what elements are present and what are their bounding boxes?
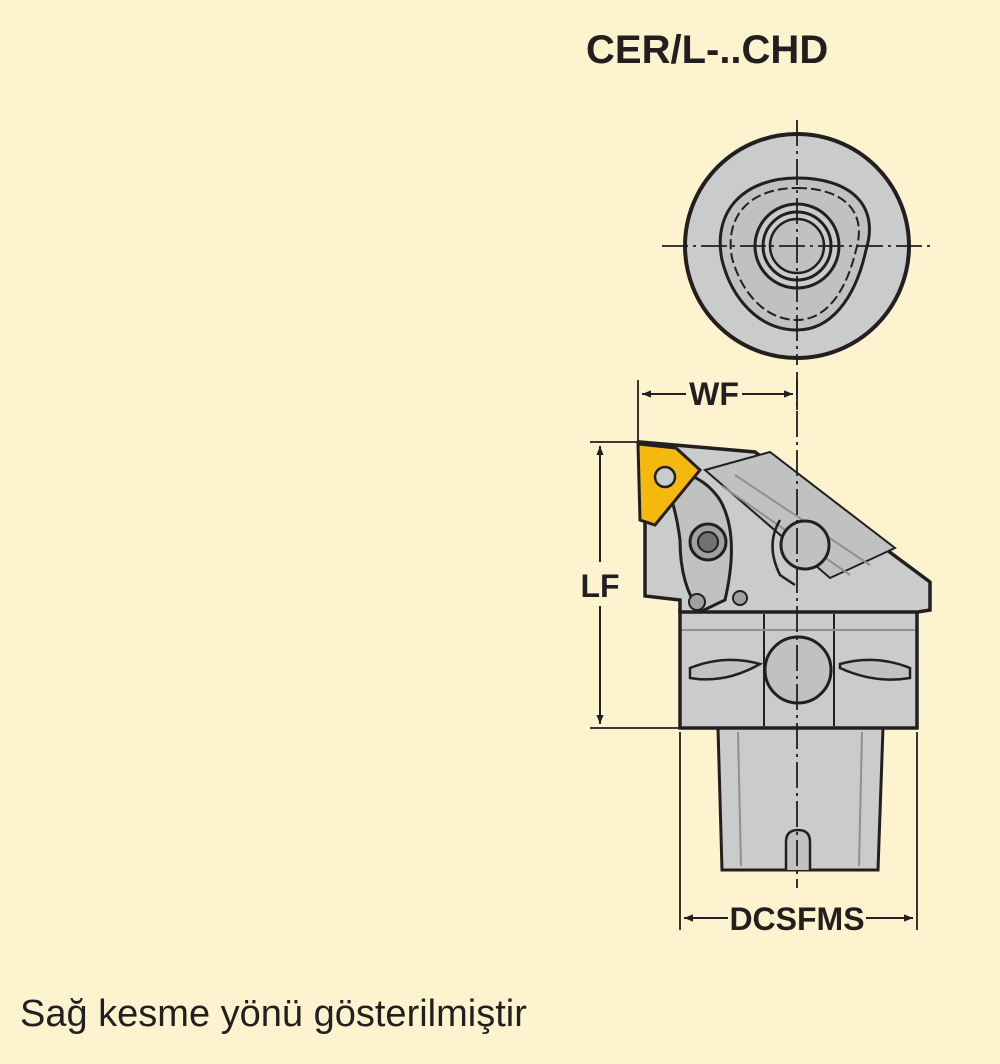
shank [716,726,885,872]
center-clamp-hole [763,635,833,705]
wf-dimension: WF [637,376,798,442]
shank-key-slot [784,828,812,870]
head-clamp-screw [779,519,831,571]
tool-head [636,440,932,614]
insert-screw [653,465,677,489]
right-clamp-slot [838,658,912,681]
dcsfms-dimension: DCSFMS [679,732,918,937]
flange-block [678,608,919,730]
lf-dimension: LF [580,441,680,729]
product-title: CER/L-..CHD [586,28,829,72]
end-view [662,120,933,365]
lf-label: LF [580,568,619,604]
wf-label: WF [689,376,739,412]
dcsfms-label: DCSFMS [729,901,864,937]
left-clamp-slot [688,658,764,681]
orientation-caption: Sağ kesme yönü gösterilmiştir [20,993,527,1035]
